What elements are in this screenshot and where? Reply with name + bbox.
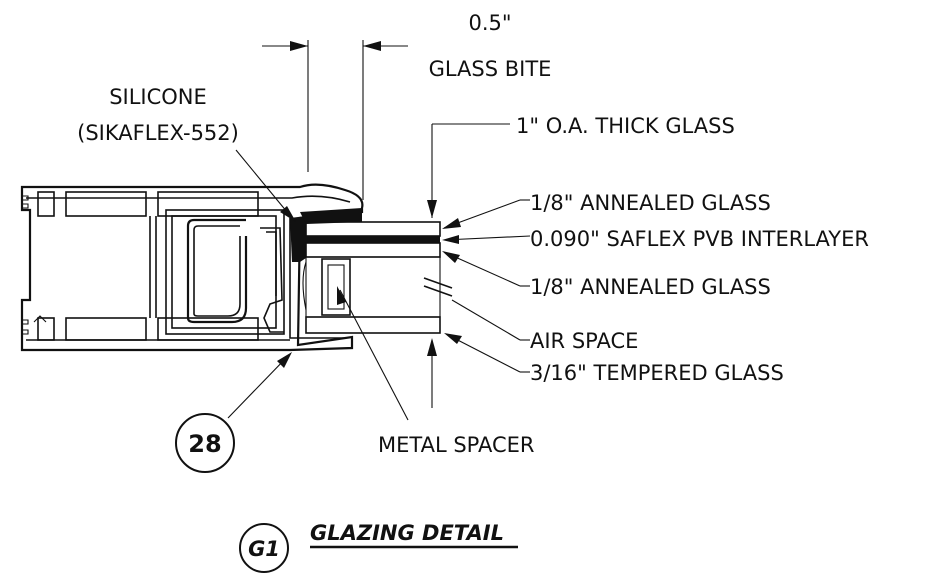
annealed-top-label: 1/8" ANNEALED GLASS	[530, 191, 771, 215]
glass-bite-dimension	[262, 40, 408, 200]
frame-extrusion	[20, 183, 364, 352]
title-tag: G1	[248, 537, 280, 561]
leader-lines	[227, 149, 531, 421]
metal-spacer-label: METAL SPACER	[378, 433, 535, 457]
dimension-value: 0.5"	[468, 11, 511, 35]
dimension-label: GLASS BITE	[429, 57, 552, 81]
silicone-label: SILICONE	[109, 85, 207, 109]
glass-unit	[302, 221, 441, 334]
air-space-label: AIR SPACE	[530, 329, 638, 353]
callout-number: 28	[188, 430, 221, 458]
title-text: GLAZING DETAIL	[310, 521, 504, 545]
annealed-bottom-label: 1/8" ANNEALED GLASS	[530, 275, 771, 299]
oa-thickness-dimension	[427, 123, 510, 408]
silicone-product-label: (SIKAFLEX-552)	[77, 121, 239, 145]
tempered-label: 3/16" TEMPERED GLASS	[530, 361, 784, 385]
callout-bubble: 28	[175, 413, 235, 473]
silicone-bead-top	[300, 208, 362, 224]
interlayer-label: 0.090" SAFLEX PVB INTERLAYER	[530, 227, 869, 251]
detail-title: G1 GLAZING DETAIL	[239, 521, 518, 573]
silicone-bead	[290, 216, 306, 262]
oa-thick-label: 1" O.A. THICK GLASS	[516, 114, 735, 138]
